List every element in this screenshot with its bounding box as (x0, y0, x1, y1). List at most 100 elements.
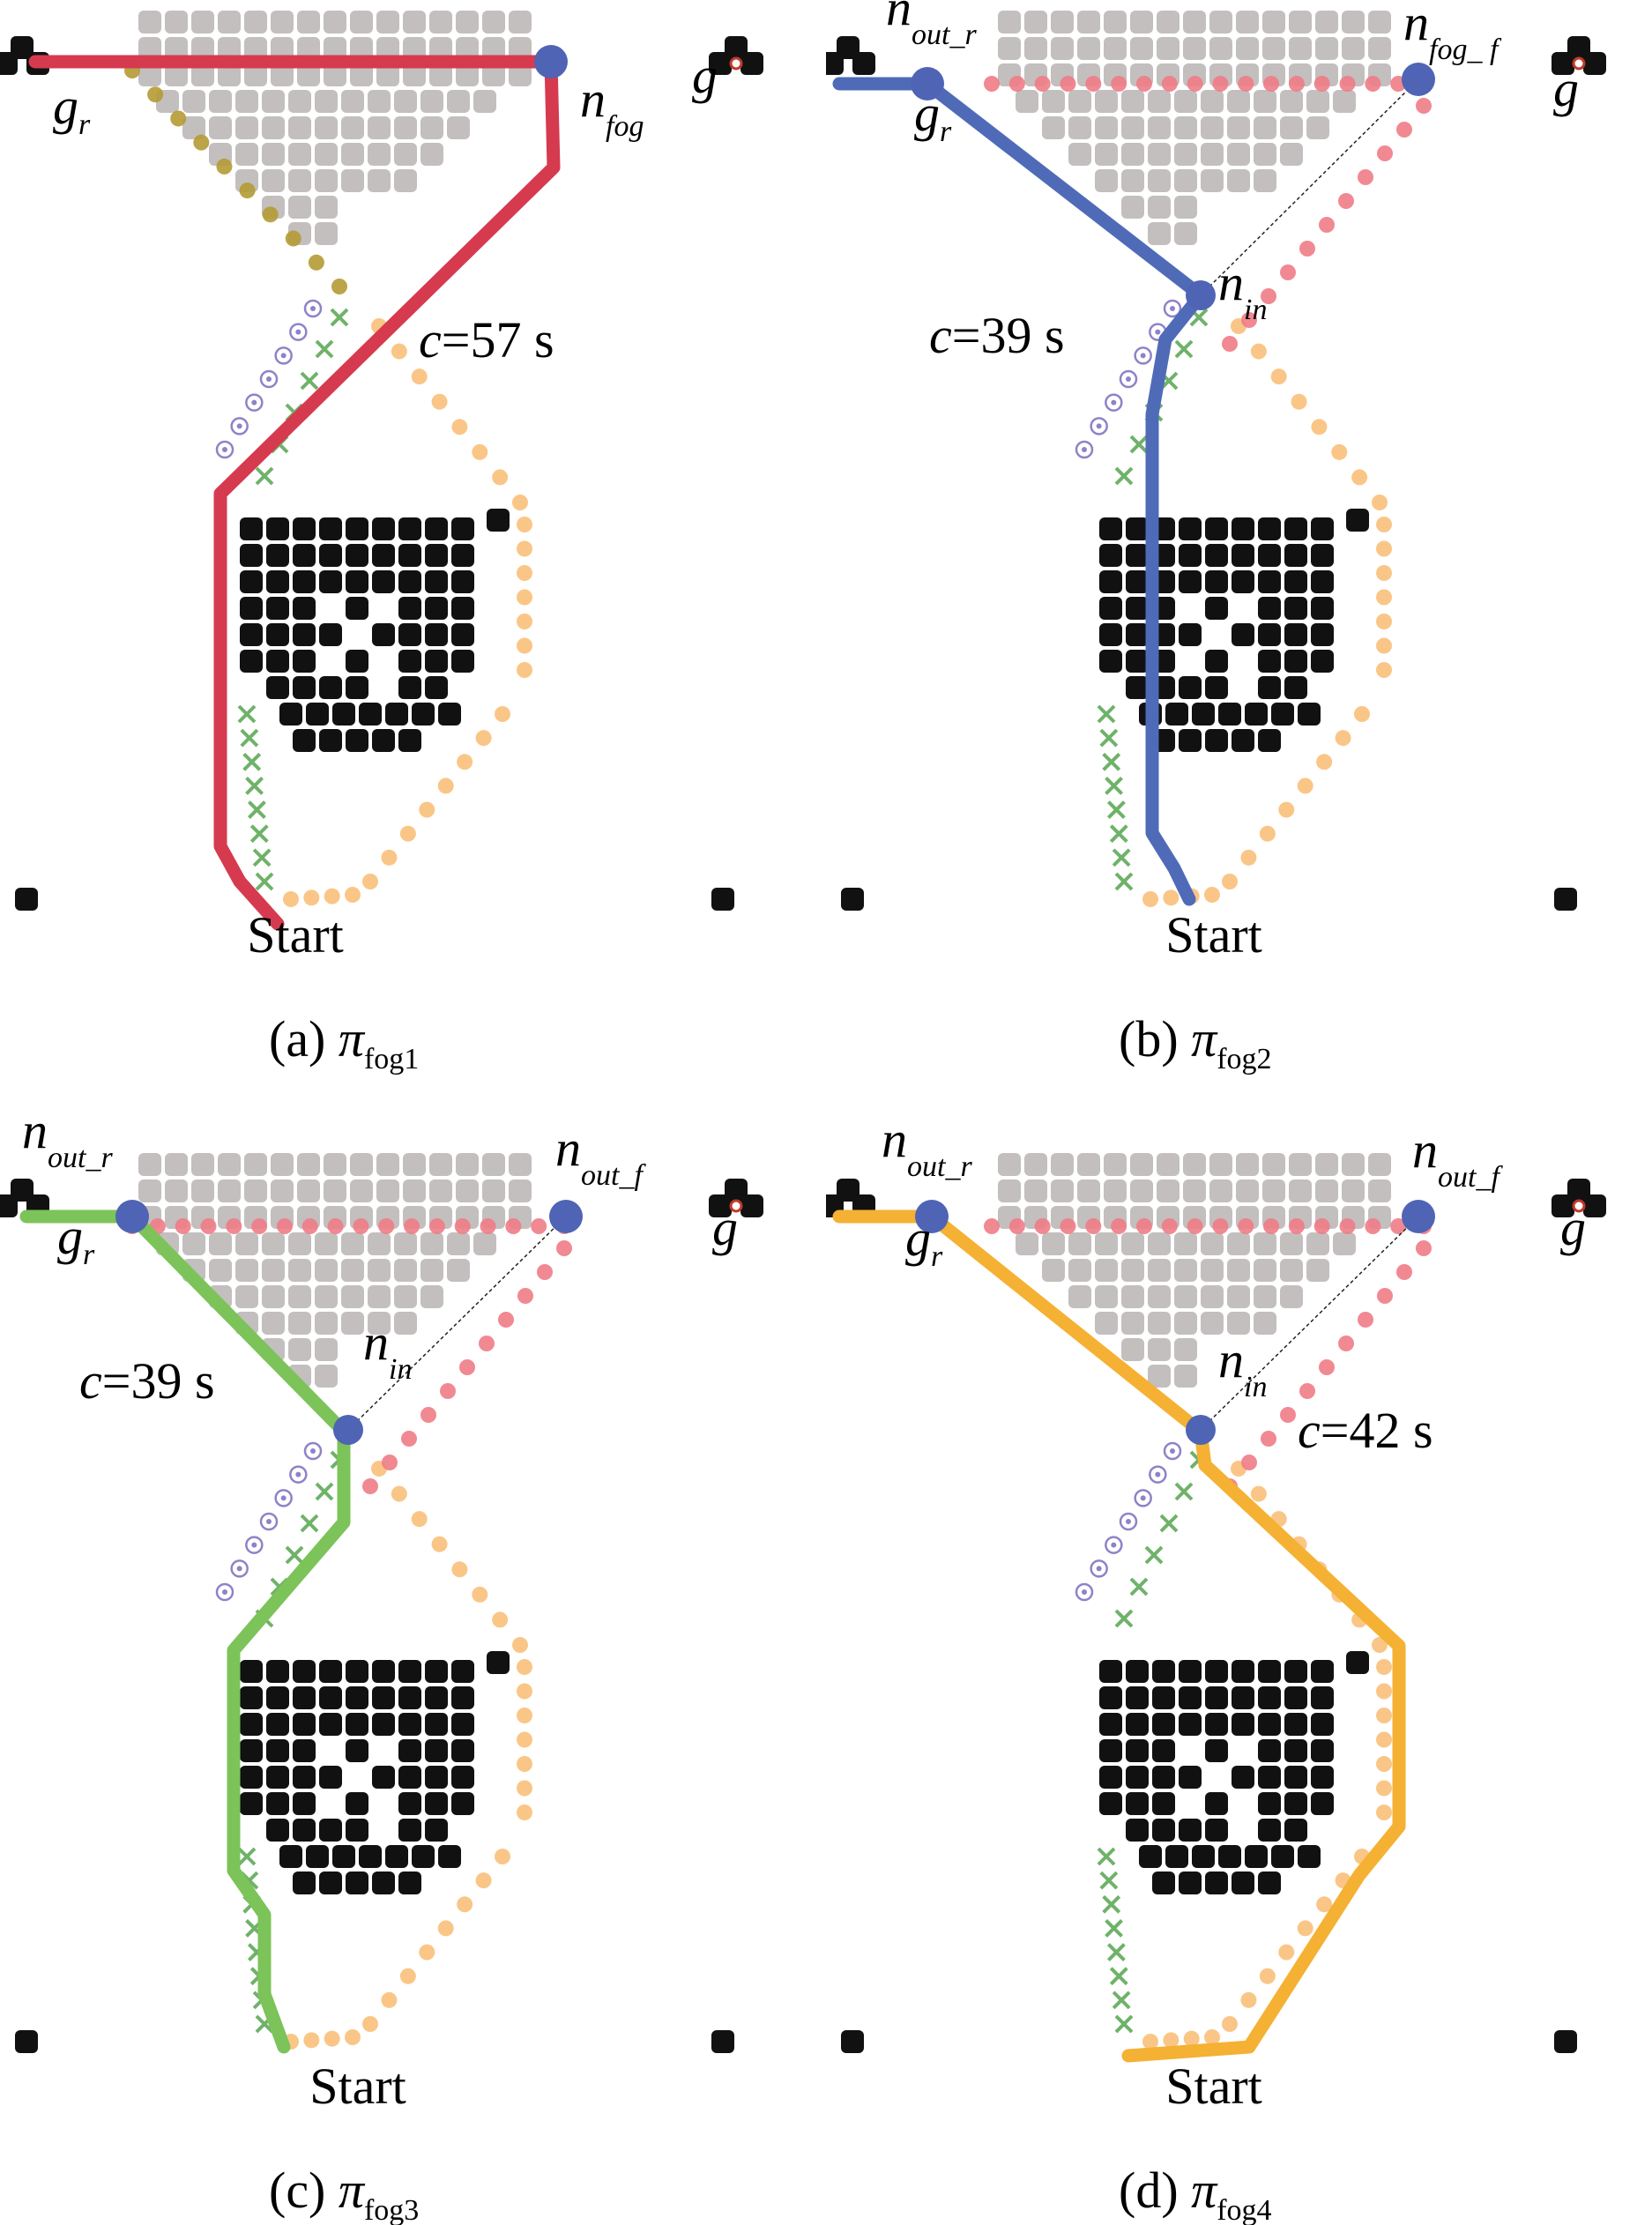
red-route-dot (498, 1312, 514, 1328)
obstacle-cell (372, 570, 395, 593)
fog-cell (1174, 1338, 1197, 1361)
fog-cell (1174, 1365, 1197, 1388)
obstacle-cell (1126, 1792, 1149, 1815)
fog-cell (368, 169, 391, 192)
red-route-dot (517, 1288, 533, 1304)
fog-cell (1262, 37, 1285, 60)
obstacle-cell (319, 1766, 342, 1789)
obstacle-cell (1126, 1739, 1149, 1762)
fog-cell (1042, 1232, 1065, 1255)
obstacle-cell (1126, 570, 1149, 593)
fog-cell (1148, 1365, 1171, 1388)
goal-point-icon (1572, 56, 1586, 71)
fog-cell (209, 1232, 232, 1255)
obstacle-cell (266, 544, 289, 567)
green-cross-mark (242, 752, 262, 771)
orange-route-dot (517, 1805, 532, 1820)
fog-cell (1236, 1153, 1259, 1176)
cross-stroke (237, 1847, 257, 1866)
obstacle-cell (1284, 650, 1307, 673)
obstacle-cell (266, 650, 289, 673)
fog-cell (447, 90, 470, 113)
obstacle-cell (346, 1713, 368, 1736)
fog-cell (1236, 37, 1259, 60)
fog-cell (1262, 11, 1285, 33)
red-route-dot (1212, 76, 1229, 92)
purple-ring-mark-center (266, 1519, 272, 1524)
red-route-dot (1288, 76, 1305, 92)
cross-stroke (1174, 339, 1194, 359)
obstacle-cell (1099, 1713, 1122, 1736)
obstacle-cell (1126, 1686, 1149, 1709)
fog-cell (1342, 11, 1365, 33)
fog-cell (262, 143, 285, 166)
obstacle-cell (1311, 1792, 1334, 1815)
red-route-dot (301, 1218, 318, 1234)
purple-ring-mark (230, 1559, 249, 1578)
fog-cell (288, 1232, 311, 1255)
olive-route-dot (285, 230, 301, 247)
goal-marker-cell (837, 1179, 859, 1202)
obstacle-cell (319, 517, 342, 540)
purple-ring-mark (230, 417, 249, 435)
fog-cell (1174, 90, 1197, 113)
panel-d: Start gr g nout_r nout_f nin c=42 s (d) … (826, 1112, 1652, 2225)
fog-cell (288, 90, 311, 113)
cross-stroke (1129, 435, 1149, 454)
goal-marker-cell (11, 1179, 33, 1202)
fog-cell (315, 1338, 338, 1361)
obstacle-cell (293, 623, 316, 646)
obstacle-cell (346, 1739, 368, 1762)
obstacle-cell (1152, 1792, 1175, 1815)
fog-cell (1051, 1179, 1074, 1202)
green-cross-mark (1114, 466, 1134, 486)
obstacle-cell (1152, 1766, 1175, 1789)
obstacle-cell (1126, 517, 1149, 540)
orange-route-dot (419, 801, 435, 818)
fog-cell (1130, 1153, 1153, 1176)
fog-cell (235, 90, 258, 113)
green-cross-mark (1097, 704, 1116, 724)
fog-cell (262, 1232, 285, 1255)
purple-ring-mark-center (1140, 353, 1146, 359)
fog-cell (1077, 11, 1100, 33)
obstacle-cell (346, 1872, 368, 1894)
orange-route-dot (1376, 614, 1392, 629)
fog-cell (1104, 11, 1127, 33)
fog-cell (288, 116, 311, 139)
obstacle-cell (293, 517, 316, 540)
goal-marker-cell (1552, 52, 1574, 75)
obstacle-cell (346, 1819, 368, 1842)
fog-cell (1016, 90, 1038, 113)
obstacle-cell (293, 1686, 316, 1709)
fog-cell (1148, 116, 1171, 139)
cross-stroke (255, 872, 274, 891)
purple-ring-mark (1119, 1512, 1138, 1531)
fog-cell (420, 143, 443, 166)
purple-ring-mark-center (1170, 306, 1175, 311)
fog-cell (482, 37, 505, 60)
cross-stroke (1189, 308, 1209, 327)
orange-route-dot (1278, 801, 1295, 818)
obstacle-cell (266, 517, 289, 540)
obstacle-cell (1258, 650, 1281, 673)
fog-cell (1280, 90, 1303, 113)
red-route-dot (459, 1359, 475, 1375)
goal-marker-cell (1583, 52, 1606, 75)
obstacle-cell (451, 650, 474, 673)
fog-cell (509, 1153, 532, 1176)
obstacle-cell (1258, 1660, 1281, 1683)
orange-route-dot (1351, 469, 1368, 486)
green-cross-mark (237, 1847, 257, 1866)
goal-marker-cell (740, 1194, 763, 1217)
green-cross-mark (300, 1514, 319, 1533)
orange-route-dot (517, 1756, 532, 1772)
fog-cell (1227, 1312, 1250, 1335)
obstacle-cell (332, 703, 355, 726)
panel-b-canvas: Start gr g nout_r nfog_ f nin c=39 s (b)… (826, 0, 1606, 1075)
red-route-dot (1261, 288, 1276, 304)
red-route-dot (1261, 1431, 1276, 1447)
orange-route-dot (324, 2030, 340, 2047)
obstacle-cell (1245, 703, 1268, 726)
fog-cell (271, 63, 294, 86)
